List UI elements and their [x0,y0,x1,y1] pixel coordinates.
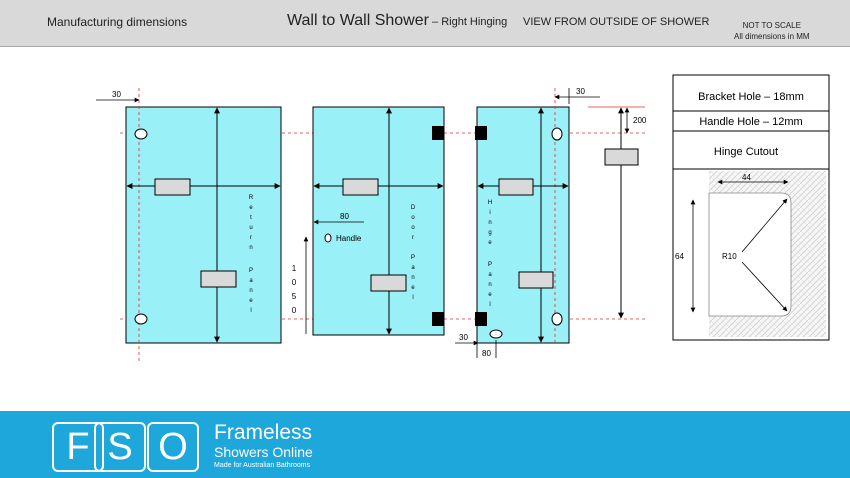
cutout-height-label: 64 [675,252,684,261]
label-letter: P [411,255,415,261]
bracket-block [200,270,237,288]
view-label: VIEW FROM OUTSIDE OF SHOWER [523,16,710,28]
hinge-offset-label: 30 [576,87,585,96]
label-letter: l [489,302,490,308]
bottom-offset-80-label: 80 [482,349,491,358]
label-letter: o [411,215,415,221]
cutout-shape [708,192,792,317]
hinge-cutout-mark [475,126,487,140]
label-letter: a [488,272,492,278]
footer-bar: F S O Frameless Showers Online Made for … [0,411,850,478]
bracket-hole [134,128,148,140]
handle-height-label: 1 0 5 0 [292,264,297,315]
label-letter: e [488,292,492,298]
label-letter: n [488,220,491,226]
cutout-width-label: 44 [742,173,751,182]
bracket-hole [551,127,563,141]
header-bar: Manufacturing dimensions Wall to Wall Sh… [0,0,850,47]
scale-note-line2: All dimensions in MM [734,32,810,41]
label-letter: P [488,262,492,268]
brand-tagline: Made for Australian Bathrooms [214,462,311,469]
logo-letter-f: F [52,422,104,472]
logo-letter-s: S [94,422,146,472]
handle-offset-label: 80 [340,212,349,221]
radius-arrow-top [741,198,788,253]
height-digit: 5 [292,292,297,301]
label-letter: n [249,288,252,294]
hinge-cutout-mark [432,312,444,326]
scale-note-line1: NOT TO SCALE [742,21,801,30]
title-subtitle: – Right Hinging [428,16,508,28]
brand-name: Frameless [214,421,313,444]
bracket-block [518,271,554,289]
hinge-cutout-mark [432,126,444,140]
hinge-panel [476,106,570,344]
door-panel-label: D o o r P a n e l [411,205,416,301]
label-letter: e [249,205,253,211]
legend-hinge-cutout [672,130,830,170]
label-letter: g [488,230,491,236]
label-letter: n [488,282,491,288]
return-offset-label: 30 [112,90,121,99]
door-panel [312,106,445,336]
cutout-radius-label: R10 [722,252,737,261]
hinge-block [604,148,639,166]
bottom-offset-30-label: 30 [459,333,468,342]
label-letter: a [411,265,415,271]
bracket-hole [489,329,503,339]
brand-name-2: Showers Online [214,444,313,460]
bracket-block [154,178,191,196]
bracket-block [370,274,407,292]
label-letter: o [411,225,415,231]
legend-handle-hole-label: Handle Hole – 12mm [699,116,802,128]
handle-hole [324,233,332,243]
label-letter: u [249,225,252,231]
scale-note: NOT TO SCALE All dimensions in MM [734,20,810,42]
hinge-cutout-mark [475,312,487,326]
label-letter: l [250,308,251,314]
return-panel [125,106,282,344]
handle-label: Handle [336,234,362,243]
bracket-hole [134,313,148,325]
hinge-panel-label: H i n g e P a n e l [488,200,493,308]
title-main: Wall to Wall Shower [287,12,429,29]
height-digit: 0 [292,306,297,315]
label-letter: i [489,210,490,216]
return-panel-label: R e t u r n P a n e l [249,195,254,314]
label-letter: a [249,278,253,284]
bracket-block [342,178,379,196]
label-letter: l [412,295,413,301]
legend-bracket-hole-label: Bracket Hole – 18mm [698,91,804,103]
radius-arrow-bottom [741,261,788,312]
bracket-hole [551,312,563,326]
page-title: Wall to Wall Shower – Right Hinging [287,12,507,30]
bracket-block [498,178,534,196]
label-letter: e [411,285,415,291]
manufacturing-label: Manufacturing dimensions [47,15,188,29]
shower-diagram: R e t u r n P a n e l 30 Handle 80 1 0 5… [96,74,830,362]
legend-bracket-hole [672,74,830,112]
label-letter: H [488,200,492,206]
legend-hinge-cutout-label: Hinge Cutout [714,146,778,158]
label-letter: r [412,235,414,241]
label-letter: D [411,205,416,211]
label-letter: e [488,240,492,246]
label-letter: P [249,268,253,274]
label-letter: n [411,275,414,281]
label-letter: r [250,235,252,241]
label-letter: t [250,215,252,221]
label-letter: n [249,245,252,251]
logo-letter-o: O [147,422,199,472]
label-letter: R [249,195,254,201]
height-digit: 1 [292,264,297,273]
label-letter: e [249,298,253,304]
height-digit: 0 [292,278,297,287]
height-200-label: 200 [633,116,647,125]
